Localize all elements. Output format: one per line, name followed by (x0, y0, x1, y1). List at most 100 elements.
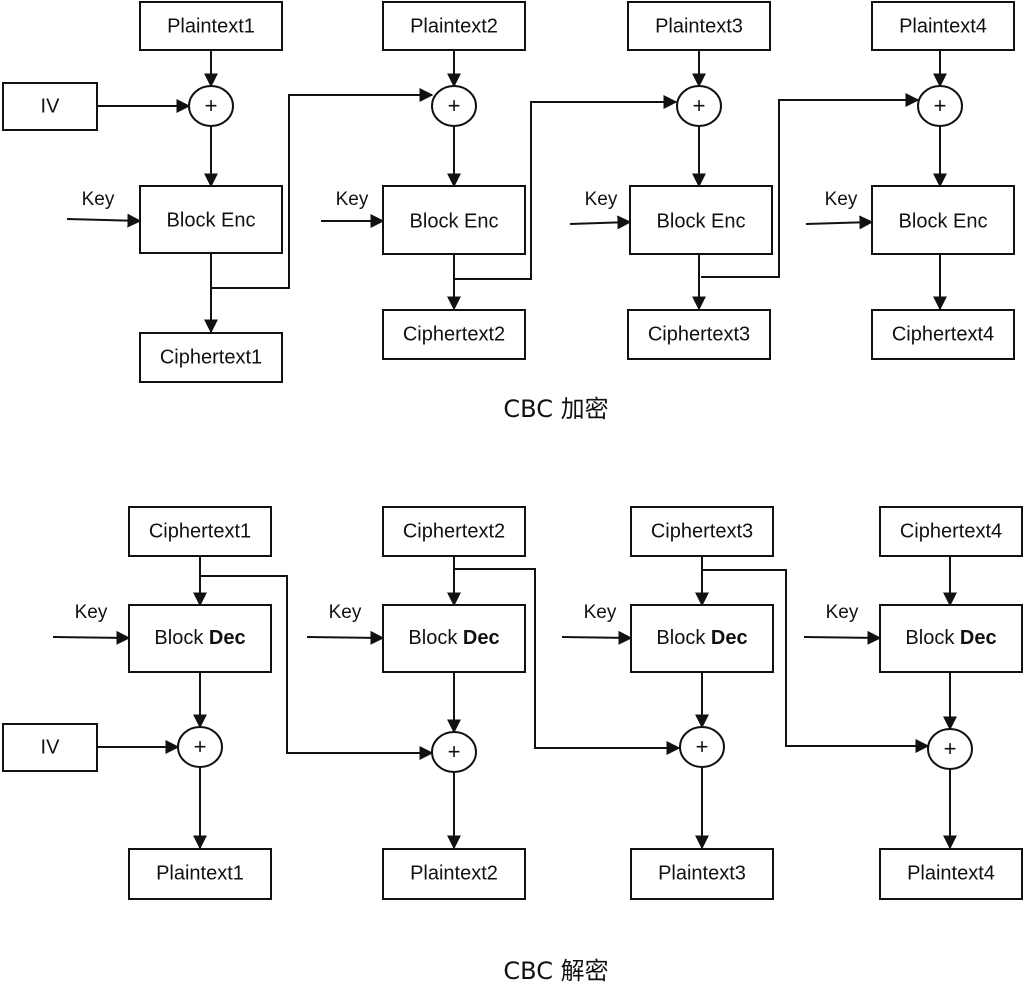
enc-key-1-label: Key (82, 189, 115, 210)
dec-iv-box: IV (2, 723, 98, 772)
dec-block-2-label: Block Dec (408, 627, 499, 649)
enc-plaintext-2-label: Plaintext2 (410, 15, 498, 37)
dec-column-4: Ciphertext4 Key Block Dec + Plaintext4 (803, 506, 1023, 900)
enc-ciphertext-4-label: Ciphertext4 (892, 323, 994, 345)
enc-key-4-arrow (805, 215, 874, 230)
dec-ciphertext-1-label: Ciphertext1 (149, 520, 251, 542)
dec-key-2-label: Key (329, 602, 362, 623)
enc-plaintext-4-box: Plaintext4 (871, 1, 1015, 51)
dec-block-3-label: Block Dec (656, 627, 747, 649)
enc-xor-3-symbol: + (693, 93, 706, 118)
dec-xor-1-symbol: + (194, 734, 207, 759)
dec-xor-4: + (927, 728, 973, 770)
dec-ciphertext-3-box: Ciphertext3 (630, 506, 774, 557)
enc-block-2: Block Enc (382, 185, 526, 255)
enc-xor-2-symbol: + (448, 93, 461, 118)
dec-ciphertext-3-label: Ciphertext3 (651, 520, 753, 542)
enc-column-2: Plaintext2 + Key Block Enc Ciphertext2 (321, 1, 526, 360)
enc-block-3-label: Block Enc (657, 210, 746, 232)
dec-xor-2-symbol: + (448, 739, 461, 764)
dec-key-3-label: Key (584, 602, 617, 623)
dec-plaintext-4-label: Plaintext4 (907, 862, 995, 884)
dec-ciphertext-2-label: Ciphertext2 (403, 520, 505, 542)
dec-xor-4-symbol: + (944, 736, 957, 761)
dec-caption: CBC 解密 (503, 957, 608, 985)
enc-caption: CBC 加密 (503, 395, 608, 423)
enc-ciphertext-4-box: Ciphertext4 (871, 309, 1015, 360)
decryption-section: Ciphertext1 Key Block Dec + Plaintext1 (2, 506, 1023, 985)
enc-column-4: Plaintext4 + Key Block Enc Ciphertext4 (805, 1, 1015, 360)
enc-ciphertext-3-label: Ciphertext3 (648, 323, 750, 345)
enc-xor-4-symbol: + (934, 93, 947, 118)
enc-chain-2-3 (454, 95, 678, 280)
enc-block-3: Block Enc (629, 185, 773, 255)
enc-key-1-arrow (66, 213, 142, 228)
dec-key-1-arrow (52, 630, 131, 645)
dec-xor-2: + (431, 731, 477, 773)
dec-xor-3-symbol: + (696, 734, 709, 759)
enc-xor-1: + (188, 85, 234, 127)
dec-plaintext-3-label: Plaintext3 (658, 862, 746, 884)
dec-chain-1-2 (200, 575, 434, 760)
enc-xor-3: + (676, 85, 722, 127)
dec-iv-label: IV (41, 736, 61, 758)
enc-column-1: Plaintext1 + Key Block Enc Ciphertext1 (66, 1, 283, 383)
dec-plaintext-3-box: Plaintext3 (630, 848, 774, 900)
dec-column-2: Ciphertext2 Key Block Dec + Plaintext2 (306, 506, 526, 900)
dec-block-1-label: Block Dec (154, 627, 245, 649)
enc-key-2-label: Key (336, 189, 369, 210)
enc-block-2-label: Block Enc (410, 210, 499, 232)
dec-ciphertext-4-label: Ciphertext4 (900, 520, 1002, 542)
enc-iv-box: IV (2, 82, 98, 131)
dec-block-4: Block Dec (879, 604, 1023, 673)
enc-block-4-label: Block Enc (899, 210, 988, 232)
enc-column-3: Plaintext3 + Key Block Enc Ciphertext3 (569, 1, 773, 360)
dec-ciphertext-2-box: Ciphertext2 (382, 506, 526, 557)
enc-key-3-arrow (569, 215, 632, 230)
enc-iv-label: IV (41, 95, 61, 117)
dec-key-4-label: Key (826, 602, 859, 623)
enc-block-1-label: Block Enc (167, 209, 256, 231)
enc-plaintext-2-box: Plaintext2 (382, 1, 526, 51)
dec-block-3: Block Dec (630, 604, 774, 673)
enc-xor-1-symbol: + (205, 93, 218, 118)
dec-block-4-label: Block Dec (905, 627, 996, 649)
dec-plaintext-2-label: Plaintext2 (410, 862, 498, 884)
dec-xor-3: + (679, 726, 725, 768)
dec-block-1: Block Dec (128, 604, 272, 673)
encryption-section: IV Plaintext1 + Key Block Enc (2, 1, 1015, 423)
enc-chain-1-2 (211, 88, 434, 289)
enc-ciphertext-2-label: Ciphertext2 (403, 323, 505, 345)
dec-plaintext-4-box: Plaintext4 (879, 848, 1023, 900)
dec-ciphertext-4-box: Ciphertext4 (879, 506, 1023, 557)
dec-key-2-arrow (306, 630, 385, 645)
enc-key-3-label: Key (585, 189, 618, 210)
enc-ciphertext-3-box: Ciphertext3 (627, 309, 771, 360)
enc-xor-4: + (917, 85, 963, 127)
enc-plaintext-3-label: Plaintext3 (655, 15, 743, 37)
enc-plaintext-3-box: Plaintext3 (627, 1, 771, 51)
enc-ciphertext-1-box: Ciphertext1 (139, 332, 283, 383)
dec-plaintext-1-box: Plaintext1 (128, 848, 272, 900)
dec-column-3: Ciphertext3 Key Block Dec + Plaintext3 (561, 506, 774, 900)
enc-ciphertext-2-box: Ciphertext2 (382, 309, 526, 360)
dec-plaintext-2-box: Plaintext2 (382, 848, 526, 900)
enc-plaintext-1-label: Plaintext1 (167, 15, 255, 37)
dec-key-3-arrow (561, 630, 633, 645)
dec-ciphertext-1-box: Ciphertext1 (128, 506, 272, 557)
dec-block-2: Block Dec (382, 604, 526, 673)
enc-key-4-label: Key (825, 189, 858, 210)
enc-block-1: Block Enc (139, 185, 283, 254)
dec-chain-3-4 (702, 569, 930, 753)
dec-key-1-label: Key (75, 602, 108, 623)
enc-xor-2: + (431, 85, 477, 127)
enc-plaintext-4-label: Plaintext4 (899, 15, 987, 37)
dec-xor-1: + (177, 726, 223, 768)
enc-plaintext-1-box: Plaintext1 (139, 1, 283, 51)
enc-block-4: Block Enc (871, 185, 1015, 255)
enc-chain-3-4 (701, 93, 920, 278)
dec-chain-2-3 (454, 568, 681, 755)
dec-plaintext-1-label: Plaintext1 (156, 862, 244, 884)
